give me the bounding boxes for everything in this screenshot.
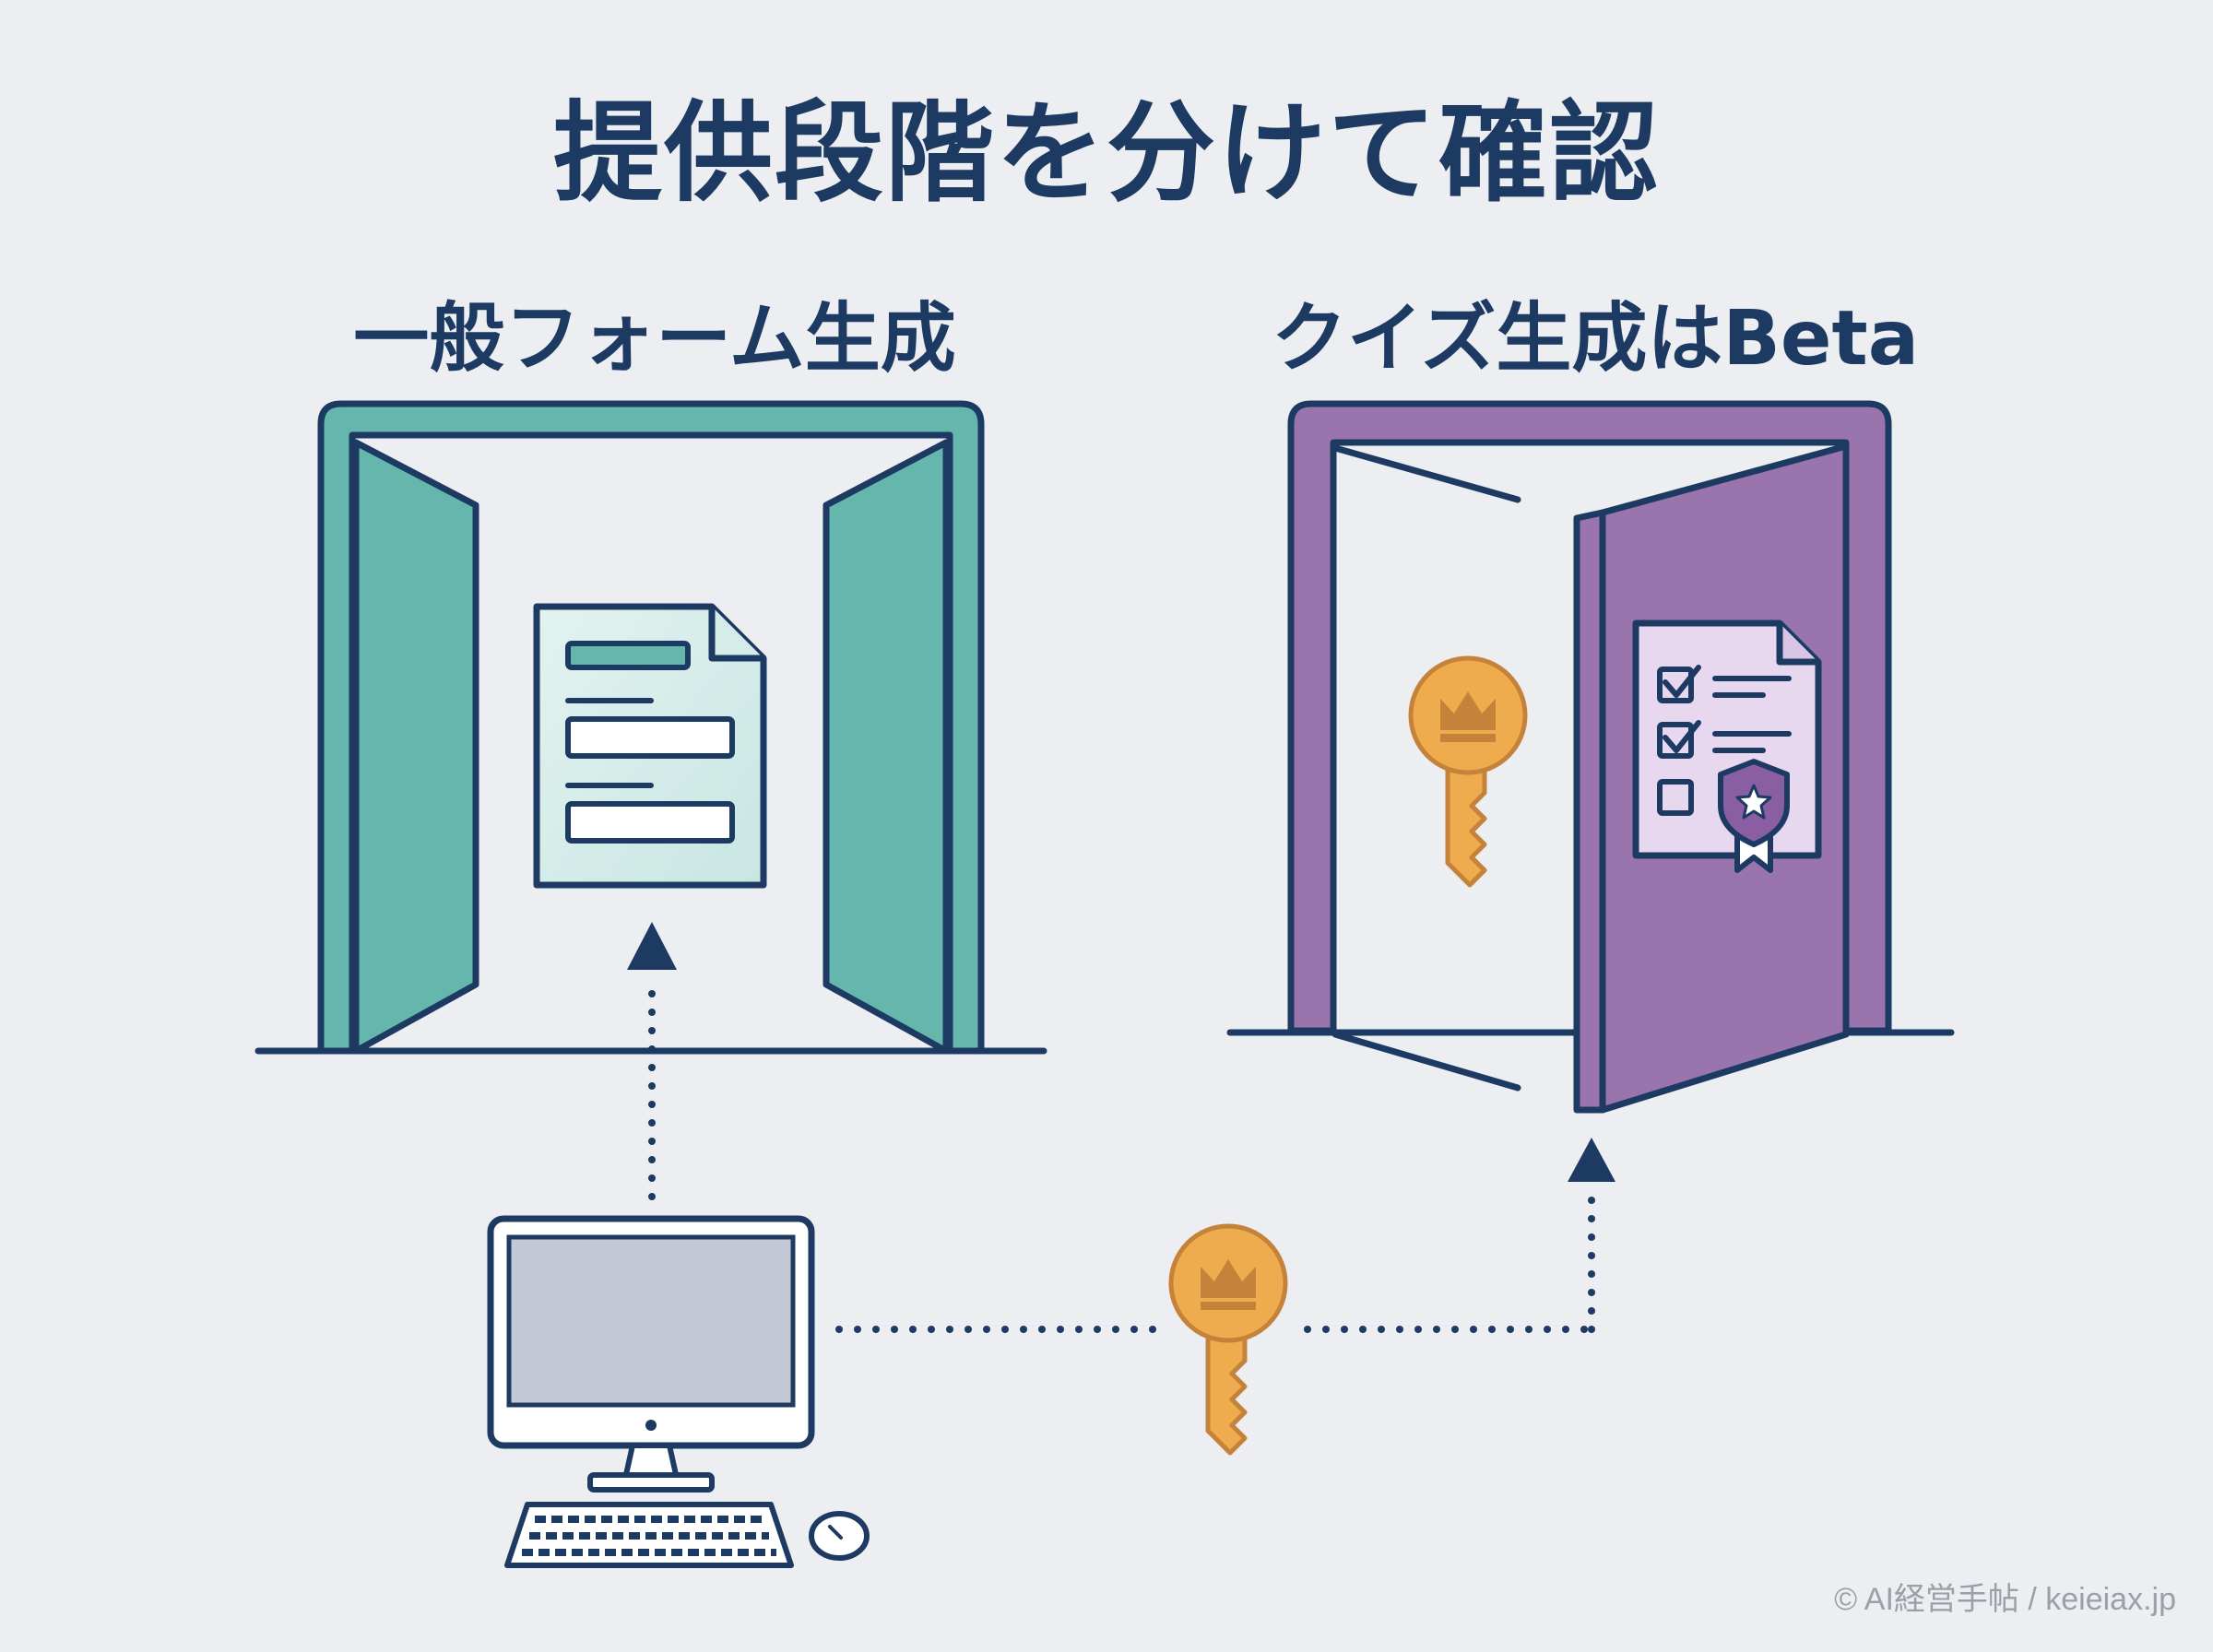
checkbox-empty-icon	[1657, 779, 1694, 816]
arrow-computer-to-quiz	[835, 1138, 1615, 1333]
computer-icon	[487, 1215, 870, 1568]
quiz-beta-label: クイズ生成はBeta	[1271, 295, 1920, 383]
keyboard-icon	[504, 1502, 794, 1568]
mouse-icon	[809, 1511, 870, 1561]
quiz-document-icon	[1632, 620, 1822, 873]
access-key-icon	[1171, 1226, 1285, 1453]
copyright-footer: © AI経営手帖 / keieiax.jp	[1834, 1582, 2176, 1617]
doorway-key-icon	[1411, 658, 1525, 885]
teal-doorway	[254, 400, 1047, 1055]
left-door-panel-left	[352, 439, 479, 1055]
left-door-panel-right	[822, 439, 950, 1055]
checkbox-checked-icon	[1657, 720, 1701, 759]
checkbox-checked-icon	[1657, 665, 1701, 703]
award-badge-icon	[1718, 759, 1790, 873]
arrow-computer-to-form	[627, 922, 677, 1200]
form-document-icon	[533, 603, 767, 889]
general-form-label: 一般フォーム生成	[353, 295, 956, 383]
page-title: 提供段階を分けて確認	[552, 89, 1660, 217]
